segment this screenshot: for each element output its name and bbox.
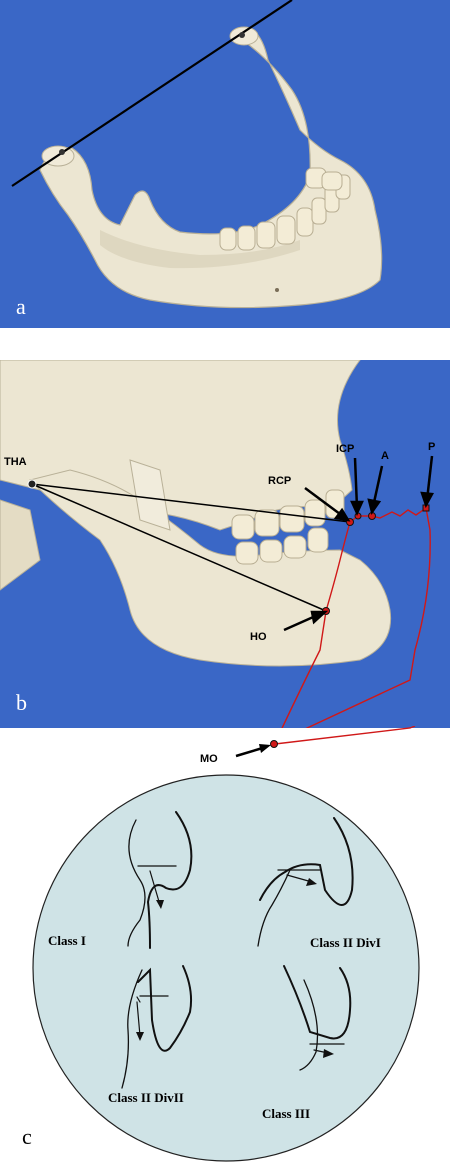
label-mo: MO bbox=[200, 753, 218, 765]
label-p: P bbox=[428, 441, 435, 453]
mo-annotation: MO bbox=[200, 726, 416, 765]
class2d1-profile bbox=[257, 817, 354, 947]
point-tha bbox=[27, 479, 37, 489]
tha-ho-line bbox=[31, 483, 327, 612]
class3-profile bbox=[283, 965, 352, 1071]
panel-letter-c: c bbox=[22, 1124, 32, 1149]
tha-icp-line bbox=[31, 483, 351, 523]
panel-a: a bbox=[0, 0, 450, 328]
label-icp: ICP bbox=[336, 443, 354, 455]
jaw-shape bbox=[29, 469, 392, 667]
occlusion-classes-diagram: Class I Class II DivI Class II DivII Cla… bbox=[32, 774, 420, 1162]
panel-letter-b: b bbox=[16, 690, 27, 715]
label-rcp: RCP bbox=[268, 475, 291, 487]
label-class1: Class I bbox=[48, 933, 86, 948]
panel-letter-a: a bbox=[16, 294, 26, 319]
side-teeth bbox=[231, 489, 345, 565]
point-mo bbox=[270, 740, 278, 748]
class1-profile bbox=[127, 811, 193, 949]
label-class2d2: Class II DivII bbox=[108, 1090, 184, 1105]
movement-envelope-trace bbox=[281, 506, 431, 728]
label-class2d1: Class II DivI bbox=[310, 935, 381, 950]
label-tha: THA bbox=[4, 456, 27, 468]
skull-photo: THA RCP ICP A P HO bbox=[0, 360, 450, 728]
label-a: A bbox=[381, 450, 389, 462]
class2d2-profile bbox=[121, 965, 193, 1089]
lower-teeth bbox=[219, 167, 351, 251]
panel-b: THA RCP ICP A P HO b bbox=[0, 360, 450, 728]
panel-c: Class I Class II DivI Class II DivII Cla… bbox=[0, 770, 450, 1162]
hinge-axis-line bbox=[11, 0, 293, 187]
mandible-photo bbox=[0, 0, 450, 328]
label-class3: Class III bbox=[262, 1106, 310, 1121]
diagram-circle bbox=[32, 774, 420, 1162]
label-ho: HO bbox=[250, 631, 267, 643]
point-icp bbox=[354, 512, 362, 520]
